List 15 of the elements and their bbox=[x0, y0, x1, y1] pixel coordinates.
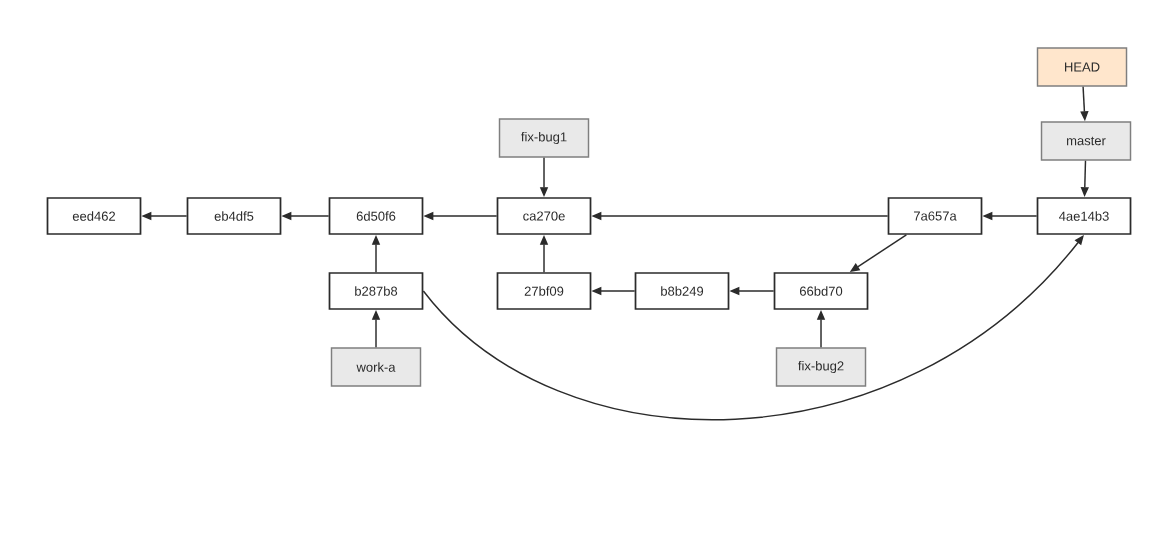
branch-box: fix-bug2 bbox=[775, 347, 867, 387]
branch-box: work-a bbox=[330, 347, 422, 387]
commit-box: 66bd70 bbox=[773, 272, 869, 310]
commit-box: 7a657a bbox=[887, 197, 983, 235]
commit-box: ca270e bbox=[496, 197, 592, 235]
commit-box: 27bf09 bbox=[496, 272, 592, 310]
commit-box: 6d50f6 bbox=[328, 197, 424, 235]
commit-box: b8b249 bbox=[634, 272, 730, 310]
branch-box: master bbox=[1040, 121, 1132, 161]
commit-box: 4ae14b3 bbox=[1036, 197, 1132, 235]
commit-box: b287b8 bbox=[328, 272, 424, 310]
commit-box: eb4df5 bbox=[186, 197, 282, 235]
pointer-box: HEAD bbox=[1036, 47, 1128, 87]
commit-box: eed462 bbox=[46, 197, 142, 235]
branch-box: fix-bug1 bbox=[498, 118, 590, 158]
